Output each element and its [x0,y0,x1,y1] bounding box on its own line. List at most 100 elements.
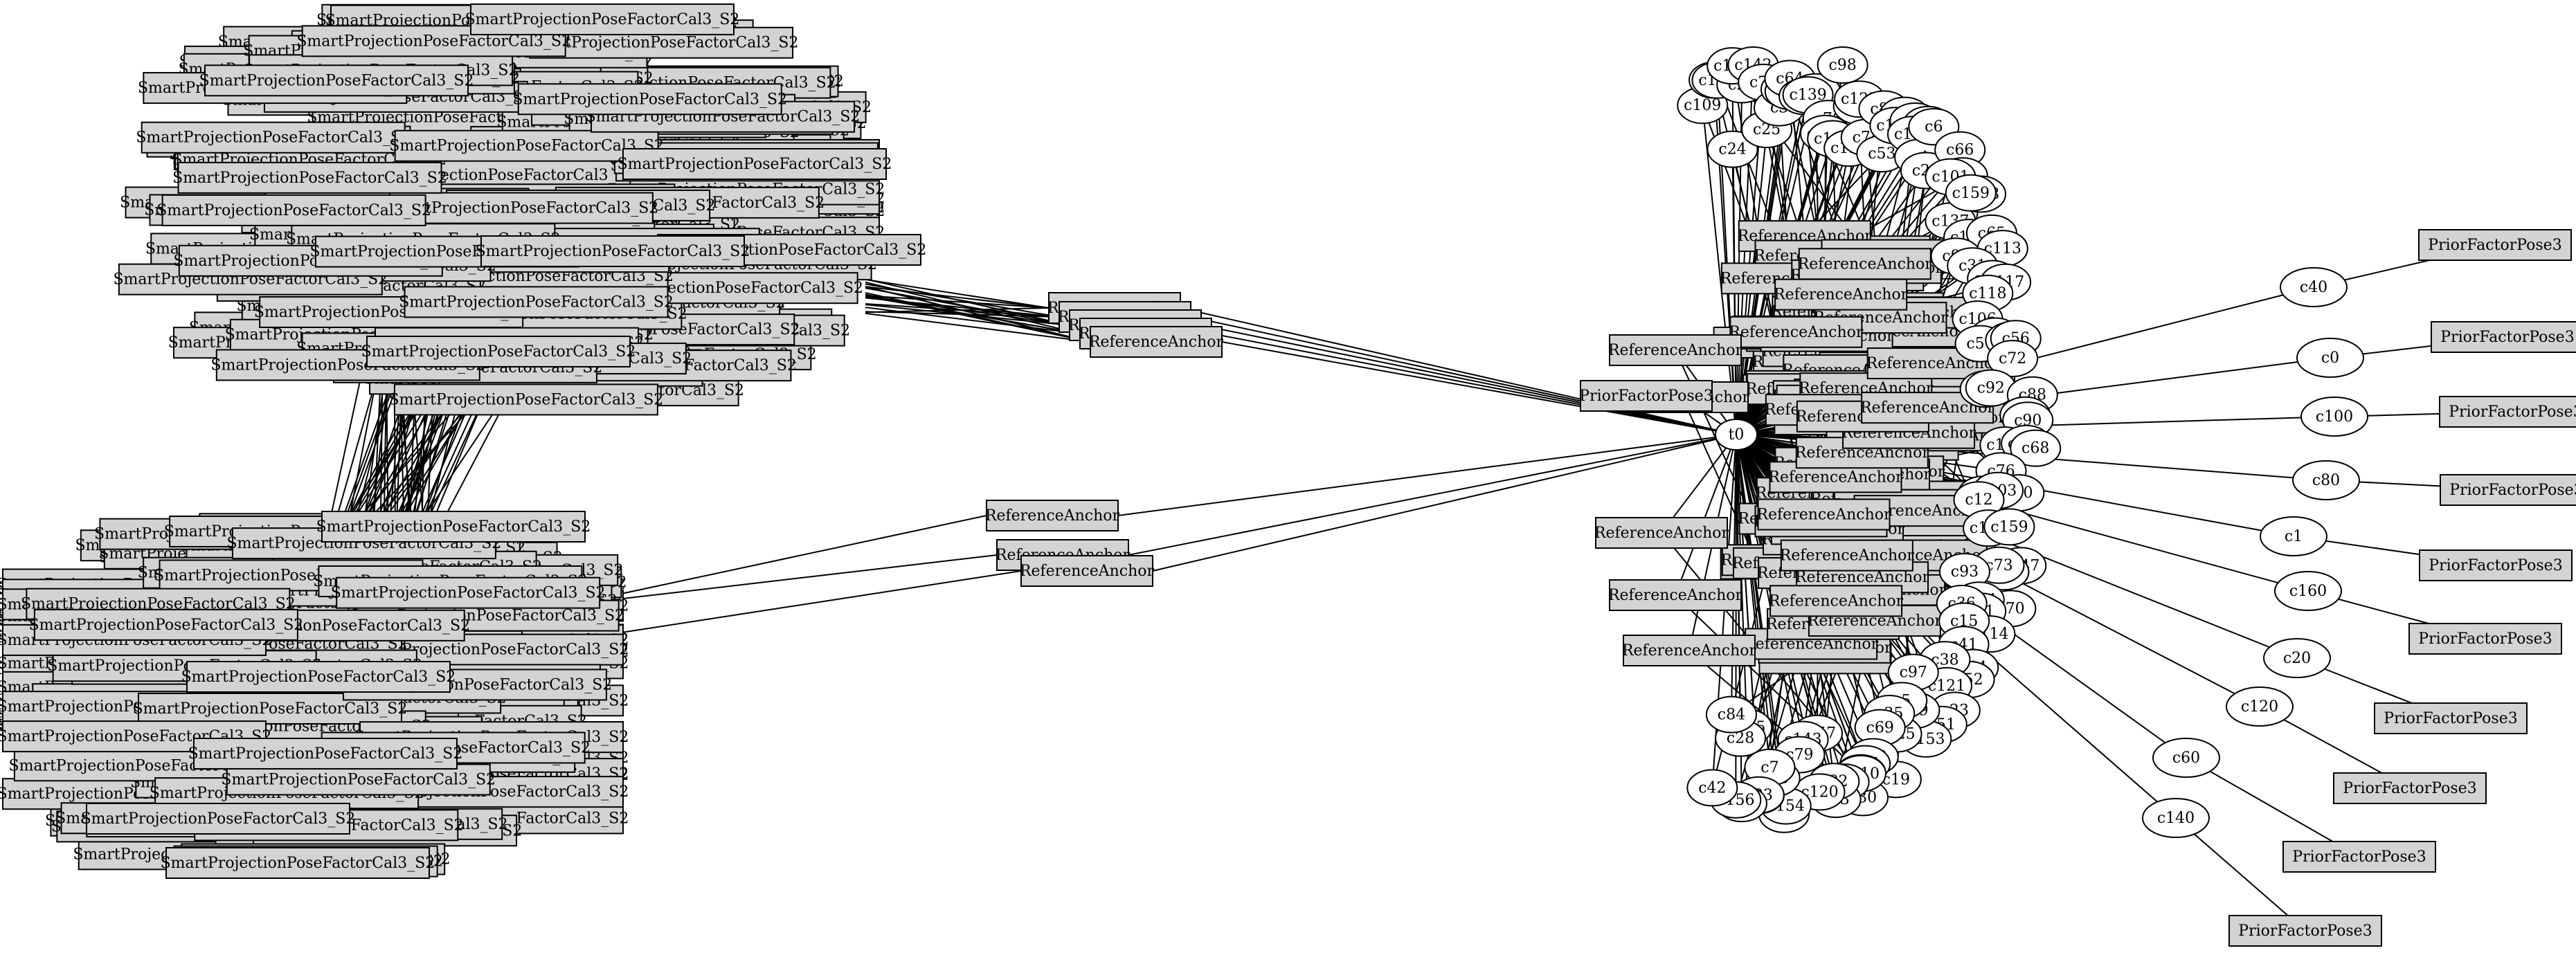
calibration-node-shape [1817,46,1868,84]
calibration-node: c100 [2300,397,2368,437]
edge [1661,434,1737,534]
calibration-node-label: c93 [1951,563,1979,581]
calibration-node-shape [2226,686,2294,727]
calibration-node-label: c19 [1882,771,1910,788]
calibration-node-shape [1987,340,2039,378]
prior-factor-node-shape [2431,321,2576,353]
smart-projection-factor-node-shape [336,576,601,609]
calibration-node-shape [2142,798,2210,838]
edge [1128,434,1737,556]
prior-factor-node-label: PriorFactorPose3 [2428,237,2561,254]
smart-projection-factor-node-label: SmartProjectionPoseFactorCal3_S2 [29,617,304,634]
calibration-node-label: c1 [2285,528,2303,545]
smart-projection-factor-node-shape [321,511,586,543]
prior-factor-node-label: PriorFactorPose3 [2292,848,2426,866]
reference-anchor-node-shape [1780,539,1913,572]
edge [865,307,1081,334]
calibration-node-shape [2260,516,2327,556]
smart-projection-factor-node-shape [86,803,350,835]
calibration-node-shape [2274,571,2342,611]
edge [865,281,1081,334]
prior-factor-node-label: PriorFactorPose3 [2449,482,2576,499]
prior-factor-node-label: PriorFactorPose3 [2343,780,2476,797]
prior-factor-node: PriorFactorPose3 [2228,915,2382,947]
reference-anchor-node-shape [1861,392,1994,424]
prior-factor-node-label: PriorFactorPose3 [2384,710,2517,727]
calibration-node-label: c120 [2241,698,2278,716]
reference-anchor-node: ReferenceAnchor [1866,347,2001,380]
calibration-node: c80 [2292,460,2360,500]
prior-factor-node: PriorFactorPose3 [2440,474,2576,506]
calibration-node: c97 [1887,653,1939,691]
calibration-node-label: c53 [1868,145,1895,163]
calibration-node-shape [2263,638,2331,678]
prior-factor-node-shape [2333,772,2487,804]
smart-projection-factor-node-label: SmartProjectionPoseFactorCal3_S2 [316,518,591,536]
reference-anchor-node-label: ReferenceAnchor [1020,563,1155,580]
smart-projection-factor-node-label: SmartProjectionPoseFactorCal3_S2 [389,391,664,408]
smart-projection-factor-node: SmartProjectionPoseFactorCal3_S2 [361,336,636,367]
smart-projection-factor-node: SmartProjectionPoseFactorCal3_S2 [389,383,664,416]
smart-projection-factor-node: SmartProjectionPoseFactorCal3_S2 [316,511,591,543]
calibration-node-label: c7 [1760,759,1778,776]
smart-projection-factor-node: SmartProjectionPoseFactorCal3_S2 [384,192,658,224]
reference-anchor-node: ReferenceAnchor [1756,498,1891,531]
edge [865,295,1050,309]
edge [1211,333,1737,435]
prior-factor-node-shape [2440,474,2576,506]
calibration-node: c12 [1953,481,2005,519]
smart-projection-factor-node: SmartProjectionPoseFactorCal3_S2 [199,64,474,97]
prior-factor-node: PriorFactorPose3 [2419,549,2573,581]
reference-anchor-node-shape [1774,278,1908,311]
reference-anchor-node: ReferenceAnchor [1774,278,1909,311]
smart-projection-factor-node: SmartProjectionPoseFactorCal3_S2 [331,576,606,609]
calibration-node: c84 [1705,695,1757,734]
prior-factor-node-shape [2408,623,2562,655]
reference-anchor-node: ReferenceAnchor [1089,326,1224,358]
reference-anchor-node: ReferenceAnchor [1020,555,1155,587]
reference-anchor-node-label: ReferenceAnchor [1608,342,1743,359]
edge [2175,817,2306,931]
edge [865,293,1091,343]
reference-anchor-node-shape [1090,326,1223,358]
calibration-node: c159 [1983,508,2035,546]
prior-factor-node-label: PriorFactorPose3 [2440,329,2574,346]
smart-projection-factor-node-shape [177,161,442,194]
calibration-node-shape [1686,769,1738,807]
calibration-node-shape [1945,174,1997,212]
smart-projection-factor-node: SmartProjectionPoseFactorCal3_S2 [618,148,892,180]
calibration-node-label: c100 [2316,408,2353,426]
calibration-node: c68 [2010,429,2062,467]
prior-factor-node-label: PriorFactorPose3 [2449,403,2576,421]
calibration-node: c98 [1817,46,1868,84]
calibration-node-label: c84 [1718,707,1745,724]
edge [865,286,1091,343]
smart-projection-factor-node-label: SmartProjectionPoseFactorCal3_S2 [181,668,456,686]
smart-projection-factor-node-label: SmartProjectionPoseFactorCal3_S2 [399,293,674,311]
prior-factor-node-label: PriorFactorPose3 [2238,922,2372,940]
calibration-node-label: c0 [2321,349,2339,367]
smart-projection-factor-node-shape [404,286,669,318]
calibration-node-shape [2296,338,2364,378]
smart-projection-factor-node-shape [204,64,469,97]
prior-factor-node: PriorFactorPose3 [2408,623,2562,655]
smart-projection-factor-node: SmartProjectionPoseFactorCal3_S2 [181,661,456,693]
calibration-node-label: c118 [1969,285,2006,302]
smart-projection-factor-node-shape [366,336,631,367]
smart-projection-factor-node-label: SmartProjectionPoseFactorCal3_S2 [156,202,431,219]
prior-factor-node: PriorFactorPose3 [2374,702,2528,734]
smart-projection-factor-node-shape [165,847,430,879]
smart-projection-factor-node-label: SmartProjectionPoseFactorCal3_S2 [199,72,474,89]
prior-factor-node-shape [2374,702,2528,734]
pose-node-t0: t0 [1715,419,1758,451]
calibration-node-label: c69 [1866,720,1894,737]
prior-factor-node: PriorFactorPose3 [2418,229,2572,261]
reference-anchor-node: ReferenceAnchor [1798,248,1932,280]
reference-anchor-node-shape [1757,498,1891,531]
smart-projection-factor-node-label: SmartProjectionPoseFactorCal3_S2 [476,243,750,260]
calibration-node: c72 [1987,340,2039,378]
calibration-node-label: c40 [2300,279,2327,296]
smart-projection-factor-node: SmartProjectionPoseFactorCal3_S2 [81,803,355,835]
smart-projection-factor-node: SmartProjectionPoseFactorCal3_S2 [156,194,431,226]
